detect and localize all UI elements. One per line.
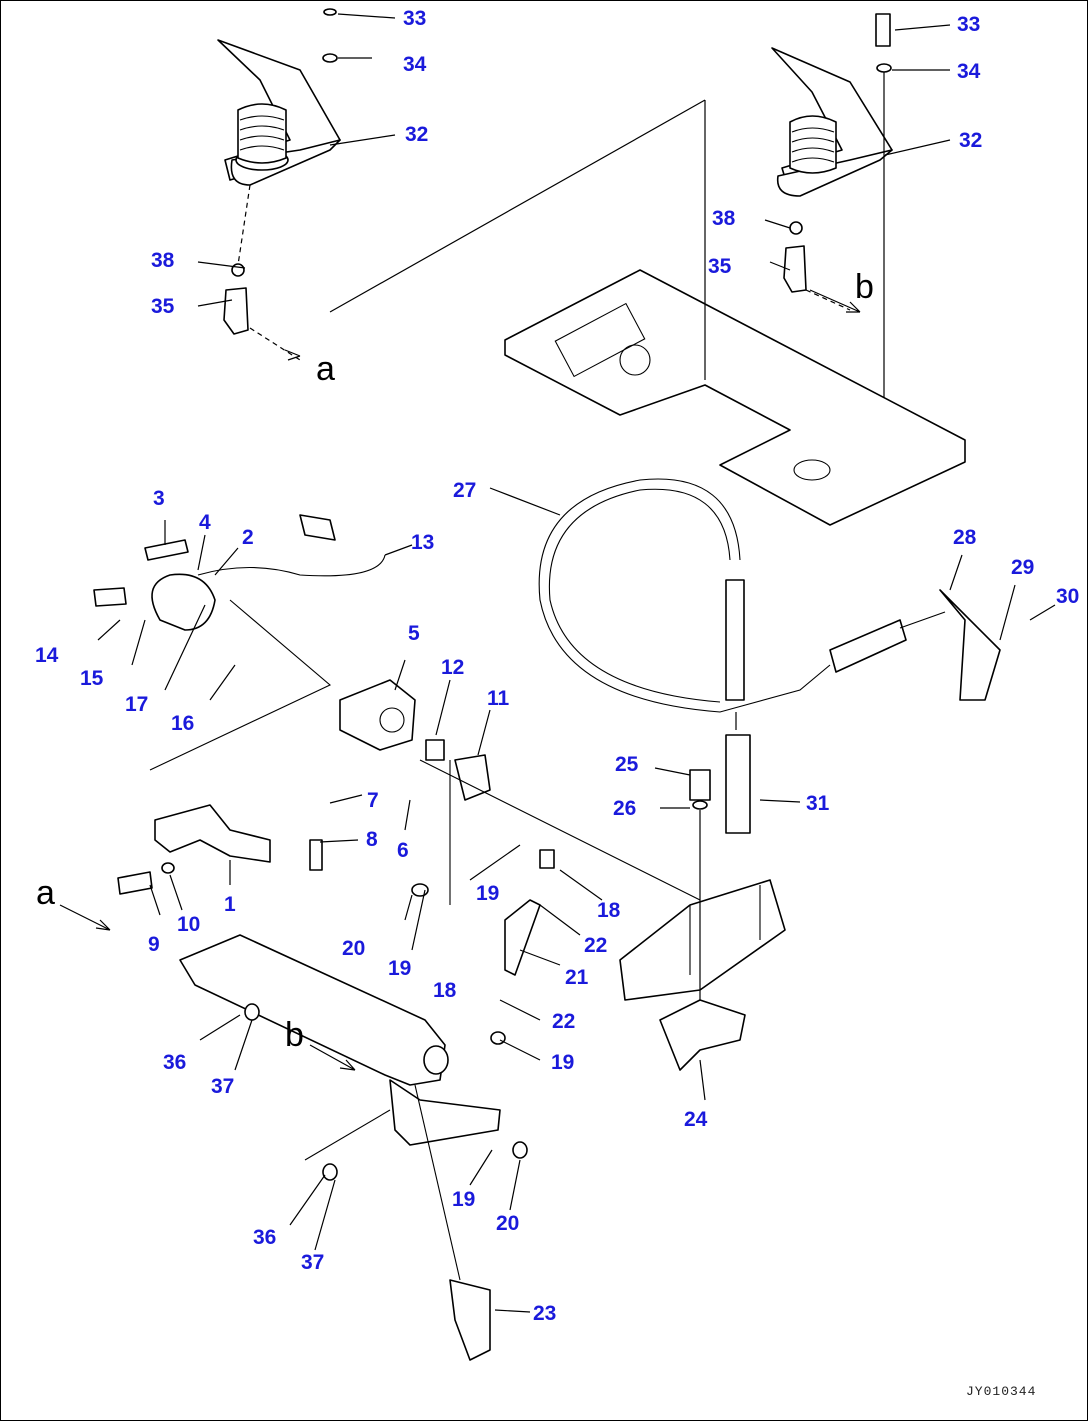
arrow-label-b-lower: b bbox=[285, 1016, 304, 1054]
callout-9: 9 bbox=[148, 933, 160, 956]
callout-14: 14 bbox=[35, 644, 59, 667]
callout-23: 23 bbox=[533, 1302, 557, 1325]
callout-5: 5 bbox=[408, 622, 420, 645]
callout-17: 17 bbox=[125, 693, 149, 716]
callout-37-b: 37 bbox=[301, 1251, 325, 1274]
callout-6: 6 bbox=[397, 839, 409, 862]
bracket-assembly bbox=[93, 514, 701, 976]
callout-26: 26 bbox=[613, 797, 637, 820]
callout-19-c: 19 bbox=[551, 1051, 575, 1074]
callout-21: 21 bbox=[565, 966, 589, 989]
callout-20-a: 20 bbox=[342, 937, 366, 960]
callout-4: 4 bbox=[199, 511, 211, 534]
pedal-shaft-assembly bbox=[179, 934, 528, 1361]
callout-3: 3 bbox=[153, 487, 165, 510]
callout-34-left: 34 bbox=[403, 53, 427, 76]
callout-28: 28 bbox=[953, 526, 977, 549]
left-pedal-assembly bbox=[217, 8, 706, 361]
callout-16: 16 bbox=[171, 712, 195, 735]
callout-19-d: 19 bbox=[452, 1188, 476, 1211]
callout-31: 31 bbox=[806, 792, 830, 815]
control-cable bbox=[538, 478, 1001, 834]
callout-37-a: 37 bbox=[211, 1075, 235, 1098]
callout-11: 11 bbox=[487, 687, 510, 710]
callout-32-right: 32 bbox=[959, 129, 983, 152]
arrow-label-b-top: b bbox=[855, 268, 874, 306]
callout-22-a: 22 bbox=[584, 934, 608, 957]
callout-13: 13 bbox=[411, 531, 435, 554]
callout-30: 30 bbox=[1056, 585, 1080, 608]
callout-33-left: 33 bbox=[403, 7, 427, 30]
callout-33-right: 33 bbox=[957, 13, 981, 36]
callout-34-right: 34 bbox=[957, 60, 981, 83]
callout-29: 29 bbox=[1011, 556, 1035, 579]
callout-12: 12 bbox=[441, 656, 465, 679]
callout-36-a: 36 bbox=[163, 1051, 187, 1074]
callout-35-left: 35 bbox=[151, 295, 175, 318]
right-pedal-assembly bbox=[771, 13, 893, 450]
callout-15: 15 bbox=[80, 667, 104, 690]
callout-38-left: 38 bbox=[151, 249, 175, 272]
callout-2: 2 bbox=[242, 526, 254, 549]
callout-38-right: 38 bbox=[712, 207, 736, 230]
callout-19-a: 19 bbox=[476, 882, 500, 905]
callout-35-right: 35 bbox=[708, 255, 732, 278]
reference-arrows bbox=[59, 289, 861, 1071]
leader-lines bbox=[97, 13, 1056, 1313]
callout-19-b: 19 bbox=[388, 957, 412, 980]
callout-22-b: 22 bbox=[552, 1010, 576, 1033]
callout-32-left: 32 bbox=[405, 123, 429, 146]
callout-1: 1 bbox=[224, 893, 236, 916]
callout-18-a: 18 bbox=[597, 899, 621, 922]
floor-plate bbox=[504, 100, 966, 526]
callout-36-b: 36 bbox=[253, 1226, 277, 1249]
arrow-label-a-top: a bbox=[316, 350, 335, 388]
drawing-number: JY010344 bbox=[966, 1384, 1037, 1399]
callout-10: 10 bbox=[177, 913, 201, 936]
callout-20-b: 20 bbox=[496, 1212, 520, 1235]
callout-7: 7 bbox=[367, 789, 379, 812]
arrow-label-a-lower: a bbox=[36, 874, 55, 912]
callout-18-b: 18 bbox=[433, 979, 457, 1002]
callout-25: 25 bbox=[615, 753, 639, 776]
callout-27: 27 bbox=[453, 479, 477, 502]
callout-8: 8 bbox=[366, 828, 378, 851]
linkage-assembly bbox=[619, 769, 786, 1071]
callout-24: 24 bbox=[684, 1108, 708, 1131]
